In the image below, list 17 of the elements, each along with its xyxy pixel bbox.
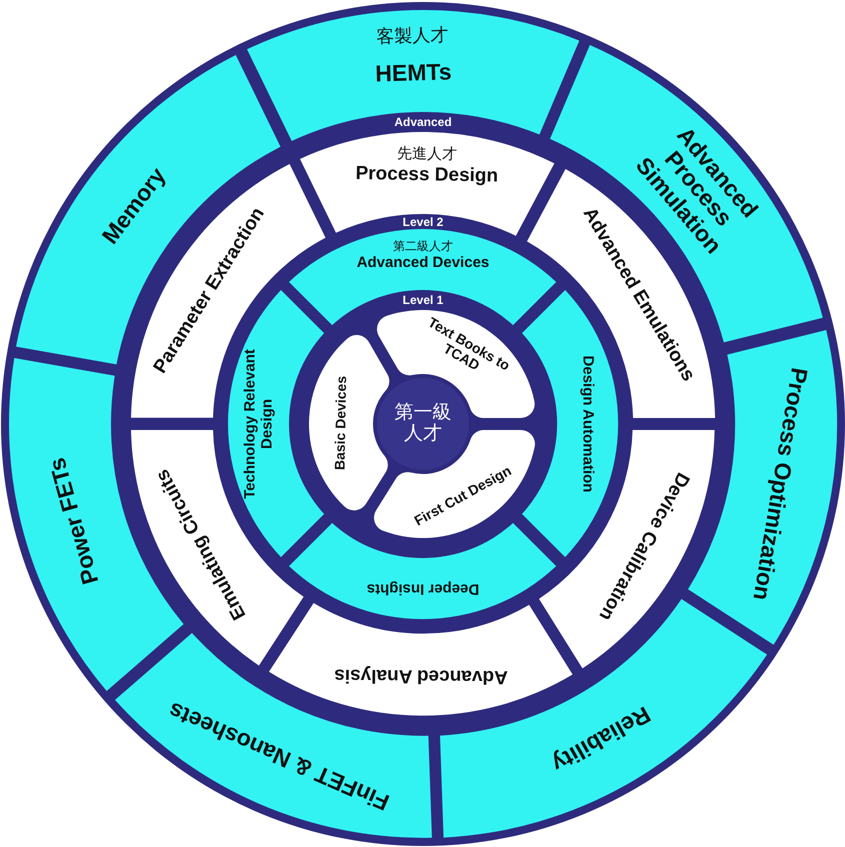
level-label: Advanced	[394, 115, 452, 129]
level-heading: 第二級人才	[392, 240, 453, 254]
segment-label: Process Design	[356, 164, 499, 187]
segment-label: Power FETs	[44, 454, 104, 587]
segment-label: Advanced Analysis	[334, 664, 508, 686]
segment-label: 第一級人才	[394, 403, 452, 445]
level-heading: 先進人才	[398, 146, 458, 164]
segment-label: Technology Relevant Design	[242, 348, 276, 501]
level-heading: 客製人才	[376, 26, 450, 48]
segment-label: Basic Devices	[332, 375, 350, 470]
segment-label: HEMTs	[375, 59, 452, 87]
segment-label: Process Optimization	[748, 366, 812, 602]
level-label: Level 1	[402, 293, 444, 307]
segment-label: Advanced Devices	[356, 255, 490, 272]
segment-label: Design Automation	[578, 356, 596, 492]
segment-label: Deeper Insights	[366, 580, 480, 596]
level-label: Level 2	[402, 215, 444, 229]
